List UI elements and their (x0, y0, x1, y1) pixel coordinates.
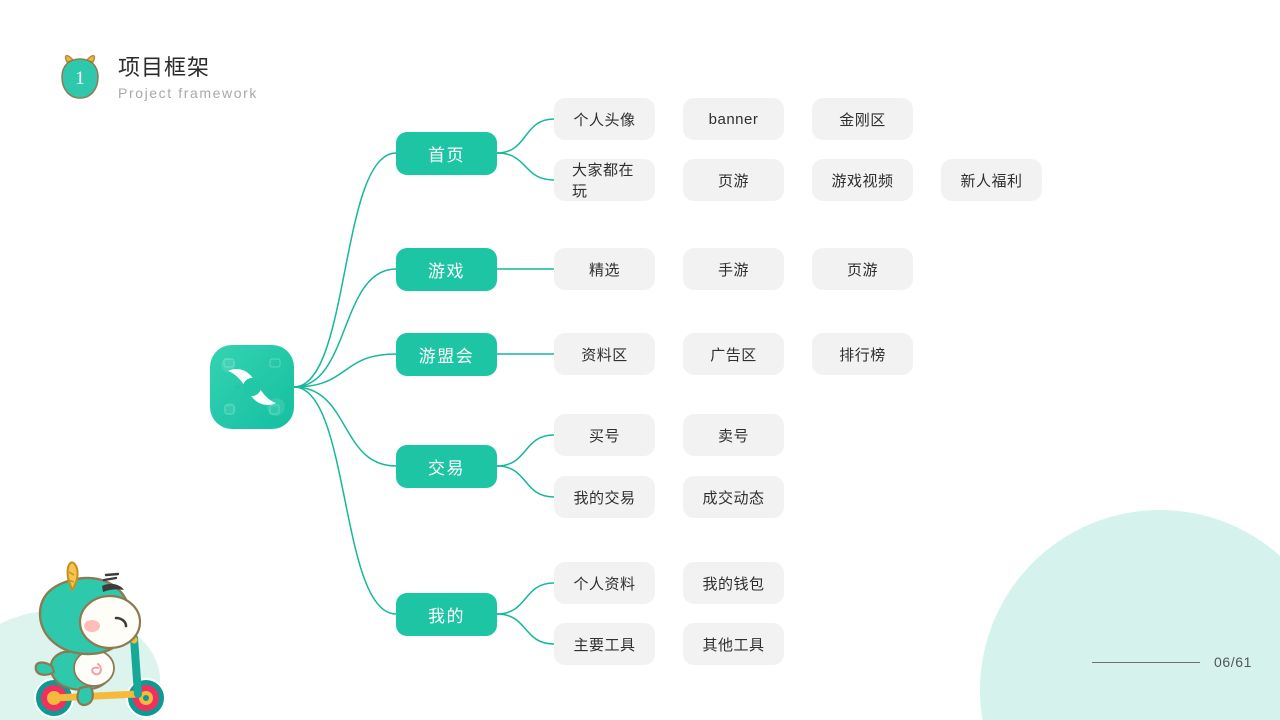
leaf-node-2-1-2[interactable]: 手游 (683, 248, 784, 290)
leaf-node-5-1-1-label: 个人资料 (573, 575, 636, 593)
leaf-node-5-1-2-label: 我的钱包 (702, 575, 765, 593)
slide-header: 1 项目框架 Project framework (56, 52, 258, 104)
footer-divider-line (1091, 661, 1200, 663)
leaf-node-1-1-3-label: 金刚区 (839, 111, 886, 129)
leaf-node-3-1-2[interactable]: 广告区 (683, 333, 784, 375)
branch-node-2-label: 游戏 (428, 261, 465, 281)
leaf-node-1-1-2-label: banner (708, 110, 759, 128)
leaf-node-2-1-1[interactable]: 精选 (554, 248, 655, 290)
connector-path (496, 434, 555, 467)
leaf-node-3-1-2-label: 广告区 (710, 346, 757, 364)
leaf-node-1-2-3-label: 游戏视频 (831, 172, 894, 190)
branch-node-3[interactable]: 游盟会 (396, 332, 497, 376)
slide-footer: 06/61 (1091, 654, 1252, 670)
leaf-node-1-2-4-label: 新人福利 (960, 172, 1023, 190)
leaf-node-1-2-4[interactable]: 新人福利 (941, 159, 1042, 201)
connector-path (496, 582, 555, 615)
section-number-badge: 1 (56, 52, 104, 104)
branch-node-5[interactable]: 我的 (396, 592, 497, 636)
leaf-node-1-2-3[interactable]: 游戏视频 (812, 159, 913, 201)
leaf-node-3-1-1[interactable]: 资料区 (554, 333, 655, 375)
leaf-node-4-1-2-label: 卖号 (717, 427, 749, 445)
mascot-character-on-scooter (6, 556, 184, 720)
leaf-node-2-1-3[interactable]: 页游 (812, 248, 913, 290)
connector-path (496, 465, 555, 498)
leaf-node-3-1-3[interactable]: 排行榜 (812, 333, 913, 375)
branch-node-2[interactable]: 游戏 (396, 247, 497, 291)
connector-path (293, 386, 397, 615)
branch-node-1-label: 首页 (428, 145, 465, 165)
leaf-node-1-1-3[interactable]: 金刚区 (812, 98, 913, 140)
leaf-node-1-2-2[interactable]: 页游 (683, 159, 784, 201)
page-subtitle: Project framework (118, 84, 259, 101)
page-number: 06/61 (1213, 654, 1252, 670)
branch-node-4-label: 交易 (428, 458, 465, 478)
leaf-node-4-1-1-label: 买号 (588, 427, 620, 445)
leaf-node-5-2-1[interactable]: 主要工具 (554, 623, 655, 665)
leaf-node-1-2-2-label: 页游 (717, 172, 749, 190)
branch-node-4[interactable]: 交易 (396, 444, 497, 488)
branch-node-1[interactable]: 首页 (396, 131, 497, 175)
root-node-app-icon[interactable] (210, 345, 294, 429)
leaf-node-1-1-1[interactable]: 个人头像 (554, 98, 655, 140)
branch-node-5-label: 我的 (428, 606, 465, 626)
leaf-node-4-1-1[interactable]: 买号 (554, 414, 655, 456)
branch-node-3-label: 游盟会 (418, 346, 475, 366)
leaf-node-1-2-1-label: 大家都在玩 (572, 162, 635, 200)
connector-path (496, 613, 555, 645)
connector-path (293, 152, 397, 388)
leaf-node-1-1-2[interactable]: banner (683, 98, 784, 140)
leaf-node-5-1-1[interactable]: 个人资料 (554, 562, 655, 604)
leaf-node-4-2-2-label: 成交动态 (702, 489, 765, 507)
badge-number-text: 1 (75, 68, 85, 89)
leaf-node-5-1-2[interactable]: 我的钱包 (683, 562, 784, 604)
leaf-node-2-1-2-label: 手游 (717, 261, 749, 279)
leaf-node-3-1-1-label: 资料区 (581, 346, 628, 364)
page-title: 项目框架 (118, 54, 211, 80)
leaf-node-2-1-1-label: 精选 (588, 261, 620, 279)
connector-path (293, 268, 397, 388)
connector-path (293, 353, 397, 388)
leaf-node-4-2-1[interactable]: 我的交易 (554, 476, 655, 518)
leaf-node-5-2-2[interactable]: 其他工具 (683, 623, 784, 665)
leaf-node-4-1-2[interactable]: 卖号 (683, 414, 784, 456)
leaf-node-5-2-1-label: 主要工具 (573, 636, 636, 654)
connector-path (496, 152, 555, 181)
leaf-node-3-1-3-label: 排行榜 (839, 346, 886, 364)
connector-path (293, 386, 397, 467)
leaf-node-4-2-1-label: 我的交易 (573, 489, 636, 507)
monster-head-icon (61, 54, 99, 99)
leaf-node-5-2-2-label: 其他工具 (702, 636, 765, 654)
leaf-node-2-1-3-label: 页游 (846, 261, 878, 279)
leaf-node-4-2-2[interactable]: 成交动态 (683, 476, 784, 518)
leaf-node-1-1-1-label: 个人头像 (573, 111, 636, 129)
decorative-circle-bottom-right (980, 510, 1280, 720)
connector-path (496, 118, 555, 154)
leaf-node-1-2-1[interactable]: 大家都在玩 (554, 159, 655, 201)
